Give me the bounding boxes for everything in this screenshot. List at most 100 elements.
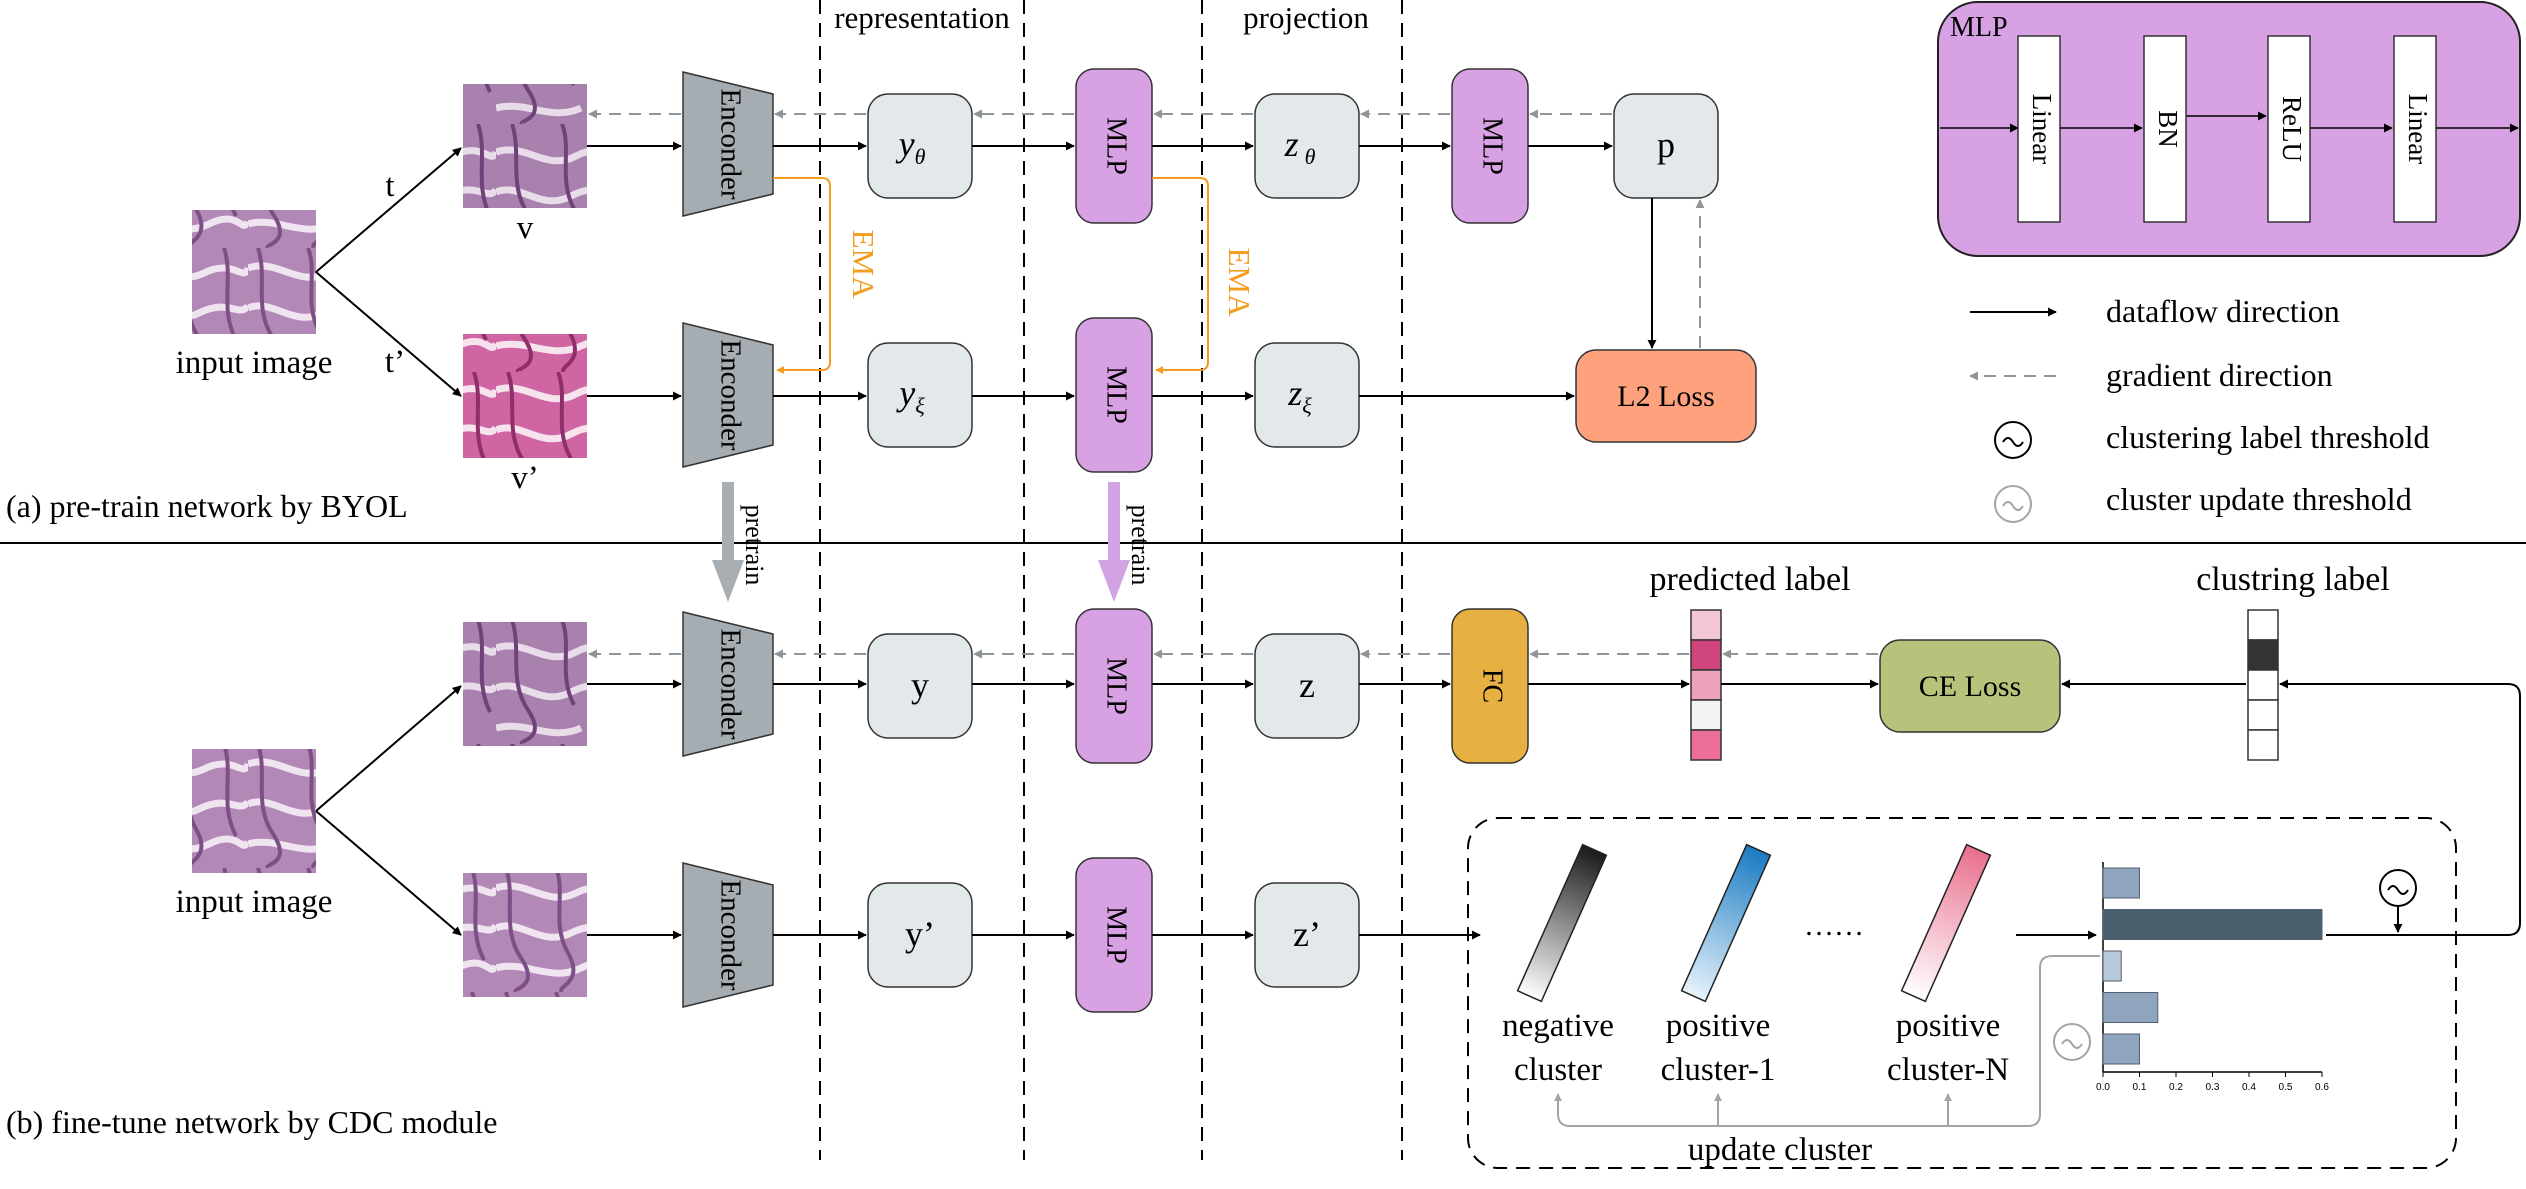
histogram-bar bbox=[2102, 992, 2159, 1023]
arrow-augment-b2 bbox=[315, 810, 462, 936]
node-y bbox=[867, 633, 973, 739]
ema-arrow-encoder bbox=[773, 177, 831, 374]
mlp-layer-linear-1-label: Linear bbox=[2027, 94, 2057, 164]
section-dividers bbox=[819, 0, 1403, 1160]
node-y-theta-label: yθ bbox=[896, 124, 926, 169]
encoder-online bbox=[682, 71, 774, 217]
view-b2-image bbox=[463, 873, 587, 997]
encoder-b1-label: Enconder bbox=[714, 628, 746, 739]
augment-t-label: t bbox=[385, 168, 394, 204]
node-z-label: z bbox=[1299, 665, 1315, 705]
section-b-caption: (b) fine-tune network by CDC module bbox=[6, 1104, 497, 1140]
ce-loss-label: CE Loss bbox=[1919, 670, 2022, 703]
arrow-augment-t bbox=[315, 147, 462, 273]
mlp-b1-label: MLP bbox=[1101, 657, 1132, 715]
dataflow-arrows-b bbox=[587, 679, 2521, 940]
histogram-tick-label: 0.5 bbox=[2279, 1082, 2293, 1093]
encoder-b2-label: Enconder bbox=[714, 879, 746, 990]
mlp-layer-relu-label: ReLU bbox=[2277, 96, 2307, 162]
mlp-detail-arrows bbox=[1940, 111, 2519, 133]
projection-label: projection bbox=[1243, 0, 1369, 35]
legend-dataflow-label: dataflow direction bbox=[2106, 293, 2340, 329]
cdc-module-box bbox=[1467, 817, 2457, 1169]
legend: dataflow direction gradient direction cl… bbox=[1969, 293, 2429, 523]
section-a-caption: (a) pre-train network by BYOL bbox=[6, 488, 408, 524]
pretrain-label-left: pretrain bbox=[740, 505, 769, 586]
pretrain-arrow-encoder bbox=[712, 482, 744, 602]
arrow-augment-t-prime bbox=[315, 271, 462, 397]
input-image-a-label: input image bbox=[176, 345, 333, 381]
histogram-tick-label: 0.1 bbox=[2133, 1082, 2147, 1093]
negative-cluster-bar bbox=[1516, 843, 1608, 1003]
projection-label-bg bbox=[1206, 0, 1398, 38]
positive-cluster-1-label-1: positive bbox=[1666, 1008, 1771, 1044]
histogram-bar bbox=[2102, 1033, 2140, 1065]
ema-label-right: EMA bbox=[1222, 248, 1257, 318]
gradient-arrows-a bbox=[588, 109, 1705, 348]
node-y-xi-label: yξ bbox=[896, 373, 925, 418]
mlp-layer-linear-1 bbox=[2017, 35, 2061, 223]
histogram-tick-label: 0.6 bbox=[2315, 1082, 2329, 1093]
mlp-layer-linear-2 bbox=[2393, 35, 2437, 223]
negative-cluster-label-2: cluster bbox=[1514, 1052, 1602, 1088]
mlp-layer-relu bbox=[2267, 35, 2311, 223]
mlp-detail-title: MLP bbox=[1950, 12, 2008, 43]
cluster-update-threshold-marker bbox=[2053, 1023, 2091, 1061]
encoder-target bbox=[682, 322, 774, 468]
positive-cluster-n-label-1: positive bbox=[1896, 1008, 2001, 1044]
clustering-label-vector bbox=[2247, 609, 2279, 761]
pretrain-arrow-mlp bbox=[1098, 482, 1130, 602]
cluster-ellipsis: …… bbox=[1804, 909, 1864, 942]
pretrain-label-right: pretrain bbox=[1126, 505, 1155, 586]
node-z-prime-label: z’ bbox=[1293, 914, 1321, 954]
mlp-target-label: MLP bbox=[1101, 366, 1132, 424]
view-b1-image bbox=[463, 622, 587, 746]
encoder-target-label: Enconder bbox=[714, 339, 746, 450]
encoder-b2 bbox=[682, 862, 774, 1008]
update-cluster-loop bbox=[1554, 955, 2100, 1127]
fc-layer bbox=[1451, 608, 1529, 764]
legend-update-threshold-label: cluster update threshold bbox=[2106, 481, 2412, 517]
augment-t-prime-label: t’ bbox=[385, 344, 405, 380]
fc-layer-label: FC bbox=[1477, 669, 1508, 703]
histogram-tick-label: 0.2 bbox=[2169, 1082, 2183, 1093]
mlp-online-label: MLP bbox=[1101, 117, 1132, 175]
positive-cluster-n-label-2: cluster-N bbox=[1887, 1052, 2009, 1088]
input-image-b bbox=[192, 749, 316, 873]
arrow-augment-b1 bbox=[315, 685, 462, 812]
encoder-online-label: Enconder bbox=[714, 88, 746, 199]
input-image-b-label: input image bbox=[176, 884, 333, 920]
ce-loss bbox=[1879, 639, 2061, 733]
positive-cluster-n-bar bbox=[1900, 843, 1992, 1003]
mlp-detail-box bbox=[1937, 1, 2521, 257]
node-p bbox=[1613, 93, 1719, 199]
node-z-xi-label: zξ bbox=[1287, 373, 1312, 418]
mlp-b2-label: MLP bbox=[1101, 906, 1132, 964]
encoder-b1 bbox=[682, 611, 774, 757]
positive-cluster-1-bar bbox=[1680, 843, 1772, 1003]
histogram-tick-label: 0.4 bbox=[2242, 1082, 2256, 1093]
negative-cluster-label-1: negative bbox=[1502, 1008, 1614, 1044]
update-cluster-label: update cluster bbox=[1688, 1132, 1872, 1168]
node-p-label: p bbox=[1657, 125, 1675, 165]
clustering-threshold-marker bbox=[2379, 869, 2417, 933]
tilde-circle-light-icon bbox=[1994, 485, 2032, 523]
input-image-a bbox=[192, 210, 316, 334]
histogram-tick-label: 0.3 bbox=[2206, 1082, 2220, 1093]
histogram-bar bbox=[2102, 950, 2122, 982]
ema-label-left: EMA bbox=[846, 230, 881, 300]
dataflow-arrows-a bbox=[587, 141, 1657, 401]
node-z bbox=[1254, 633, 1360, 739]
predicted-label-vector bbox=[1690, 609, 1722, 761]
representation-label: representation bbox=[834, 0, 1010, 35]
view-v-prime-image bbox=[463, 334, 587, 458]
mlp-predictor-label: MLP bbox=[1477, 117, 1508, 175]
legend-clustering-threshold-label: clustering label threshold bbox=[2106, 419, 2429, 455]
positive-cluster-1-label-2: cluster-1 bbox=[1661, 1052, 1776, 1088]
legend-gradient-label: gradient direction bbox=[2106, 357, 2333, 393]
histogram-bar bbox=[2102, 909, 2323, 940]
view-v-image bbox=[463, 84, 587, 208]
